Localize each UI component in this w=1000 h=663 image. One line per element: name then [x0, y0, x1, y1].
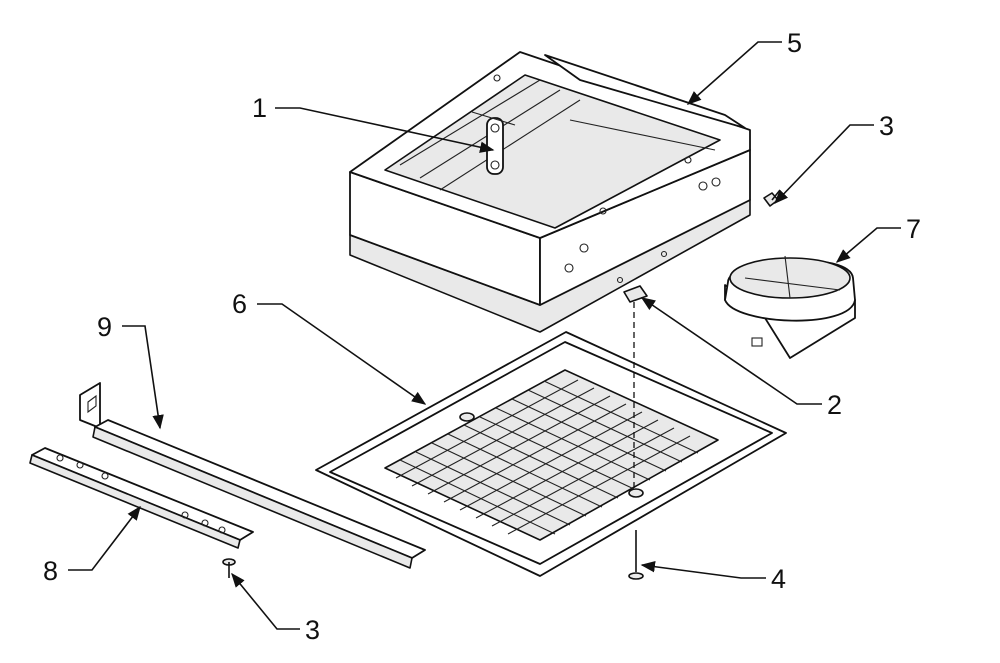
callout-7: 7 — [906, 214, 921, 244]
callout-6: 6 — [232, 289, 247, 319]
callout-labels: 1 2 3 3 4 5 6 7 8 9 — [43, 28, 921, 645]
callout-4: 4 — [771, 564, 786, 594]
leader-7 — [835, 227, 901, 263]
callout-2: 2 — [827, 390, 842, 420]
grille-part — [315, 331, 787, 577]
grille-screw-part — [628, 530, 644, 580]
callout-1: 1 — [252, 93, 267, 123]
callout-3-lower: 3 — [305, 615, 320, 645]
mounting-bracket-part — [29, 447, 254, 549]
leader-5 — [686, 41, 782, 105]
bracket-screw-part — [222, 558, 236, 578]
leader-1 — [275, 107, 495, 153]
leader-3b — [231, 572, 300, 630]
callout-9: 9 — [97, 312, 112, 342]
leader-8 — [68, 505, 141, 571]
leader-9 — [122, 325, 164, 430]
leader-2 — [640, 297, 822, 405]
duct-collar-part — [724, 255, 856, 359]
leader-4 — [640, 560, 766, 579]
housing-box-part — [349, 51, 751, 333]
leader-6 — [257, 303, 427, 405]
callout-8: 8 — [43, 556, 58, 586]
callout-5: 5 — [787, 28, 802, 58]
leader-lines — [68, 41, 901, 630]
leader-3a — [774, 124, 874, 205]
screw-part — [763, 189, 781, 207]
mounting-rail-part — [79, 382, 426, 569]
callout-3-upper: 3 — [879, 111, 894, 141]
